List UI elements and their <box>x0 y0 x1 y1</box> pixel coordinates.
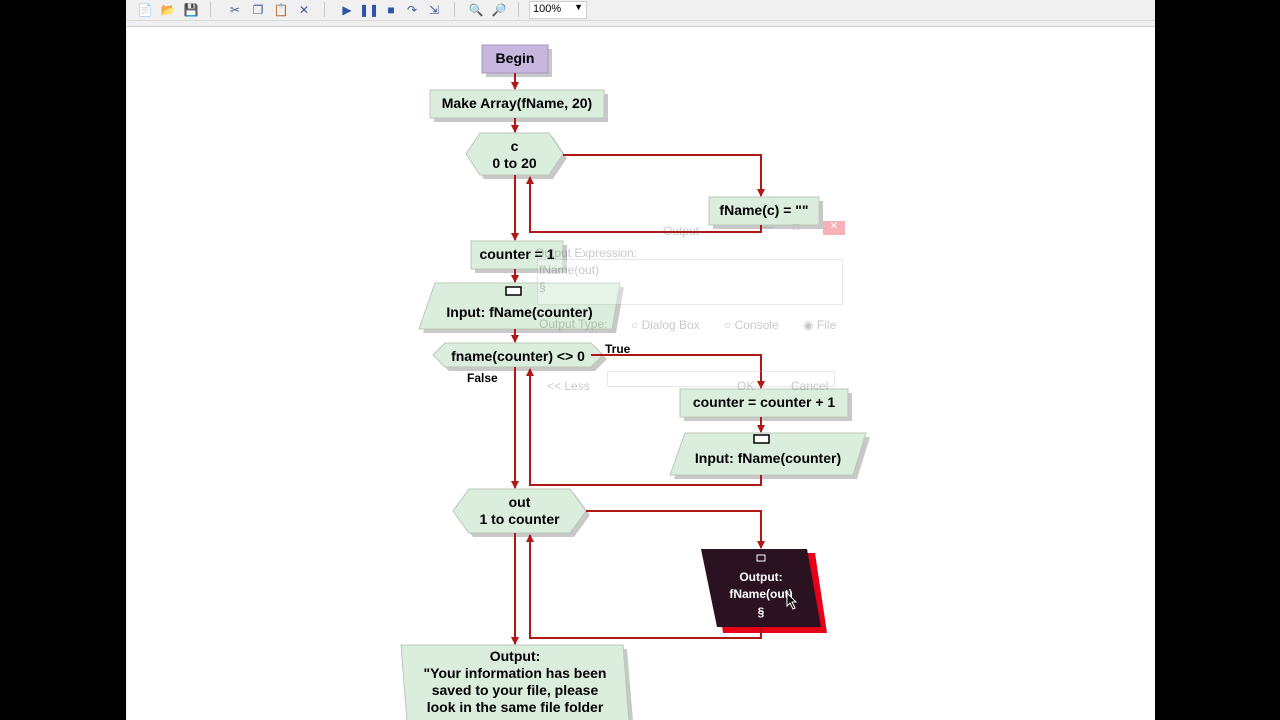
loop-c-var[interactable]: c <box>510 138 519 154</box>
loop-c-range[interactable]: 0 to 20 <box>492 155 537 171</box>
begin-label[interactable]: Begin <box>495 50 535 66</box>
file-select[interactable] <box>607 371 835 387</box>
save-icon[interactable]: 💾 <box>183 2 199 17</box>
input2-icon <box>753 434 770 444</box>
counter-init-label[interactable]: counter = 1 <box>479 246 555 262</box>
output-icon <box>756 554 766 562</box>
assign-fname-label[interactable]: fName(c) = "" <box>719 202 809 218</box>
output-selected-line2[interactable]: fName(out) <box>729 587 793 601</box>
input1-shape <box>418 282 621 330</box>
close-icon[interactable]: ✕ <box>823 221 845 235</box>
true-label: True <box>605 342 631 356</box>
delete-icon[interactable]: ✕ <box>298 2 310 17</box>
flowchart-diagram <box>400 44 870 720</box>
pause-icon[interactable]: ❚❚ <box>358 2 380 17</box>
output-selected-line3[interactable]: § <box>757 605 765 619</box>
step-icon[interactable]: ↷ <box>406 2 418 17</box>
zoom-in-icon[interactable]: 🔍 <box>468 2 484 17</box>
final-output-shape <box>400 644 630 720</box>
mouse-cursor-icon <box>786 592 798 610</box>
expression-label: Output Expression: <box>535 246 638 260</box>
loop-out-range[interactable]: 1 to counter <box>479 511 560 527</box>
radio-dialog-box[interactable]: ○ Dialog Box <box>631 318 700 332</box>
make-array-shape <box>429 89 605 119</box>
input1-icon <box>505 286 522 296</box>
false-label: False <box>467 371 498 385</box>
expression-line1: fName(out) <box>539 263 600 277</box>
counter-inc-label[interactable]: counter = counter + 1 <box>692 394 836 410</box>
loop-out-shape <box>452 488 587 534</box>
stop-icon[interactable]: ■ <box>387 2 395 17</box>
expression-line2: § <box>539 280 546 294</box>
open-icon[interactable]: 📂 <box>160 2 176 17</box>
loop-c-shape <box>465 132 564 176</box>
loop-out-var[interactable]: out <box>508 494 531 510</box>
input2-shape <box>669 432 867 476</box>
new-icon[interactable]: 📄 <box>137 2 153 17</box>
ok-button[interactable]: OK <box>737 379 755 393</box>
make-array-label[interactable]: Make Array(fName, 20) <box>441 95 593 111</box>
copy-icon[interactable]: ❐ <box>252 2 264 17</box>
while-shape <box>432 342 604 368</box>
less-button[interactable]: << Less <box>547 379 590 393</box>
final-output-line1[interactable]: Output: <box>489 648 541 664</box>
final-output-line3[interactable]: saved to your file, please <box>431 682 599 698</box>
run-icon[interactable]: ▶ <box>342 2 352 17</box>
cut-icon[interactable]: ✂ <box>229 2 241 17</box>
counter-init-shape <box>470 240 564 270</box>
final-output-line2[interactable]: "Your information has been <box>423 665 607 681</box>
final-output-line4[interactable]: look in the same file folder <box>426 699 604 715</box>
assign-fname-shape <box>708 196 820 226</box>
while-condition-label[interactable]: fname(counter) <> 0 <box>451 348 585 364</box>
begin-shape <box>481 44 549 74</box>
minimize-icon[interactable]: — <box>763 222 773 233</box>
input2-label[interactable]: Input: fName(counter) <box>694 450 842 466</box>
radio-console[interactable]: ○ Console <box>724 318 779 332</box>
toolbar: 📄 📂 💾 ✂ ❐ 📋 ✕ ▶ ❚❚ ■ ↷ ⇲ 🔍 🔎 100% ▼ <box>126 0 1155 21</box>
output-type-label: Output Type: <box>539 317 608 331</box>
counter-inc-shape <box>679 388 849 418</box>
radio-file[interactable]: ◉ File <box>803 318 837 332</box>
paste-icon[interactable]: 📋 <box>273 2 289 17</box>
dialog-title: Output <box>663 224 700 238</box>
zoom-select[interactable]: 100% ▼ <box>529 1 587 19</box>
input1-label[interactable]: Input: fName(counter) <box>446 304 593 320</box>
step-into-icon[interactable]: ⇲ <box>428 2 440 17</box>
maximize-icon[interactable]: □ <box>792 222 799 233</box>
flowchart-canvas[interactable]: Begin Make Array(fName, 20) c 0 to 20 fN… <box>127 26 1155 720</box>
expression-field[interactable] <box>537 259 843 305</box>
cancel-button[interactable]: Cancel <box>791 379 829 393</box>
output-dialog: Output — □ ✕ Output Expression: fName(ou… <box>531 219 847 431</box>
zoom-value: 100% <box>533 3 562 15</box>
app-window: 📄 📂 💾 ✂ ❐ 📋 ✕ ▶ ❚❚ ■ ↷ ⇲ 🔍 🔎 100% ▼ <box>126 0 1155 720</box>
output-selected-line1[interactable]: Output: <box>739 570 783 584</box>
chevron-down-icon: ▼ <box>574 2 583 12</box>
zoom-out-icon[interactable]: 🔎 <box>491 2 507 17</box>
output-selected-shape <box>701 549 821 627</box>
